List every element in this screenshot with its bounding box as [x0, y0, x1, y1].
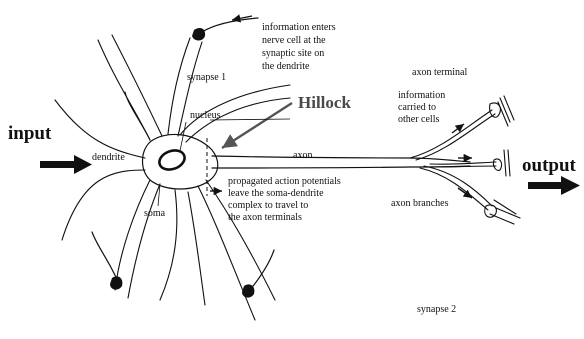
propagated-note: propagated action potentials leave the s…	[228, 176, 341, 223]
axon	[212, 156, 470, 168]
info-carried-note: information carried to other cells	[398, 90, 445, 125]
propagated-line-2: leave the soma-dendrite	[228, 188, 324, 199]
output-arrow	[528, 176, 580, 195]
input-arrow	[40, 155, 92, 174]
output-label: output	[522, 155, 577, 176]
axon-branches-label: axon branches	[391, 198, 449, 209]
axon-terminal-label: axon terminal	[412, 67, 467, 78]
info-enters-line-1: information enters	[262, 22, 336, 33]
dendrite-label: dendrite	[92, 152, 125, 163]
propagated-line-1: propagated action potentials	[228, 176, 341, 187]
info-enters-line-3: synaptic site on	[262, 48, 324, 59]
axon-terminals	[485, 96, 520, 224]
soma-label: soma	[144, 208, 166, 219]
input-label: input	[8, 123, 52, 144]
nucleus-label: nucleus	[190, 110, 221, 121]
propagated-line-3: complex to travel to	[228, 200, 308, 211]
info-carried-line-1: information	[398, 90, 445, 101]
synapse-1-terminal	[192, 18, 258, 41]
info-enters-note: information enters nerve cell at the syn…	[262, 22, 336, 72]
info-carried-line-2: carried to	[398, 102, 436, 113]
hillock-pointer	[222, 103, 292, 148]
axon-label: axon	[293, 150, 312, 161]
info-enters-line-2: nerve cell at the	[262, 35, 326, 46]
synapse-2-label: synapse 2	[417, 304, 456, 315]
synapse-1-label: synapse 1	[187, 72, 226, 83]
nucleus	[157, 147, 188, 173]
info-carried-line-3: other cells	[398, 114, 439, 125]
hillock-label: Hillock	[298, 93, 351, 112]
propagated-line-4: the axon terminals	[228, 212, 302, 223]
info-enters-line-4: the dendrite	[262, 61, 310, 72]
